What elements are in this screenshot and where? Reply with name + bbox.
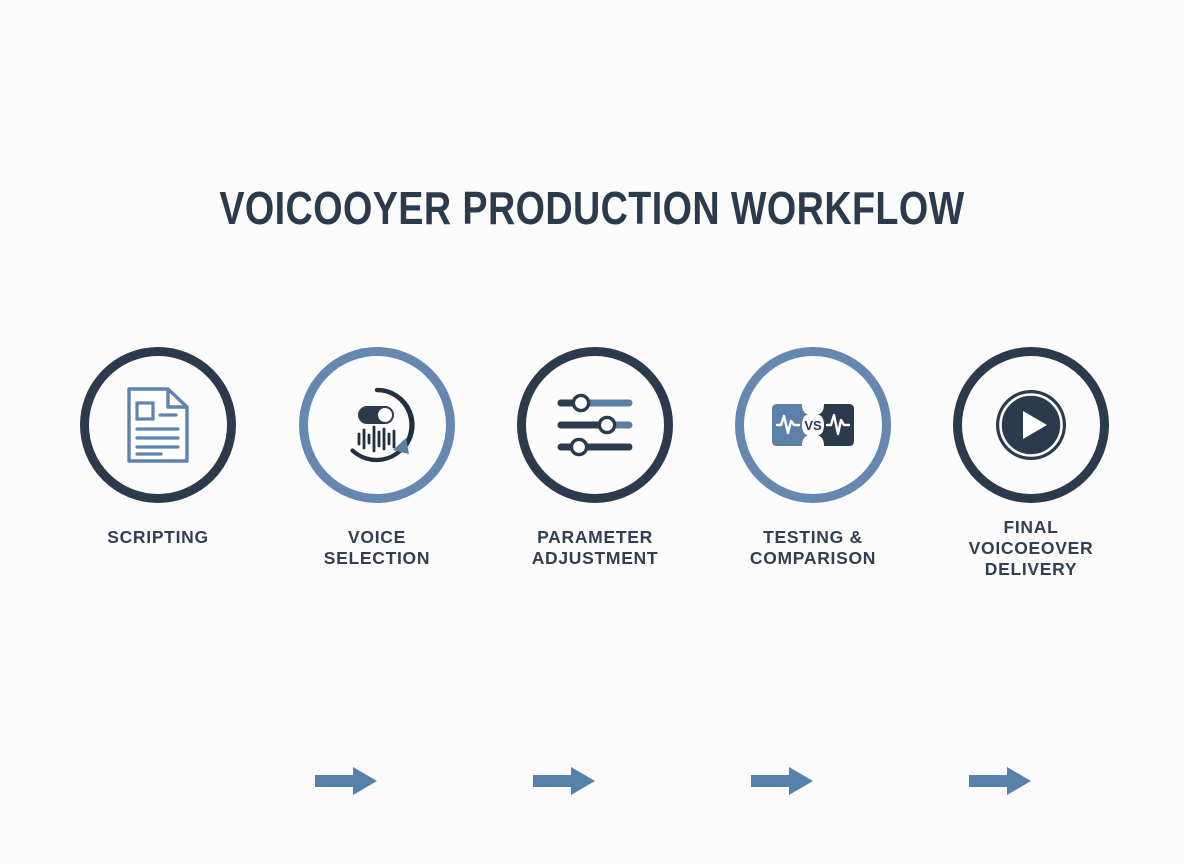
page-title: VOICOOYER PRODUCTION WORKFLOW bbox=[219, 182, 965, 234]
arrow-parameter-adjustment-to-testing bbox=[751, 764, 813, 798]
arrow-voice-selection-to-parameter-adjustment bbox=[533, 764, 595, 798]
play-button-icon bbox=[953, 347, 1109, 503]
step-label-parameter-adjustment: PARAMETER ADJUSTMENT bbox=[531, 527, 659, 568]
workflow-step-testing-comparison[interactable]: VS bbox=[735, 347, 891, 503]
step-label-final-delivery: FINAL VOICOEOVER DELIVERY bbox=[968, 517, 1094, 579]
workflow-step-parameter-adjustment[interactable] bbox=[517, 347, 673, 503]
arrow-testing-to-final-delivery bbox=[969, 764, 1031, 798]
step-label-voice-selection: VOICE SELECTION bbox=[323, 527, 431, 568]
step-ring-testing-comparison bbox=[735, 347, 891, 503]
workflow-step-labels: SCRIPTING VOICE SELECTION PARAMETER ADJU… bbox=[80, 517, 1104, 637]
step-label-testing-comparison: TESTING & COMPARISON bbox=[749, 527, 877, 568]
step-label-scripting: SCRIPTING bbox=[107, 527, 209, 547]
versus-label: VS bbox=[804, 418, 822, 433]
voice-toggle-waveform-refresh-icon bbox=[299, 347, 455, 503]
step-ring-scripting bbox=[80, 347, 236, 503]
workflow-step-final-delivery[interactable] bbox=[953, 347, 1109, 503]
step-ring-voice-selection bbox=[299, 347, 455, 503]
workflow-steps-row: VS bbox=[80, 347, 1109, 795]
sliders-adjustment-icon bbox=[517, 347, 673, 503]
arrow-scripting-to-voice-selection bbox=[315, 764, 377, 798]
workflow-step-scripting[interactable] bbox=[80, 347, 236, 503]
workflow-step-voice-selection[interactable] bbox=[299, 347, 455, 503]
waveform-versus-comparison-icon: VS bbox=[735, 347, 891, 503]
document-script-icon bbox=[80, 347, 236, 503]
